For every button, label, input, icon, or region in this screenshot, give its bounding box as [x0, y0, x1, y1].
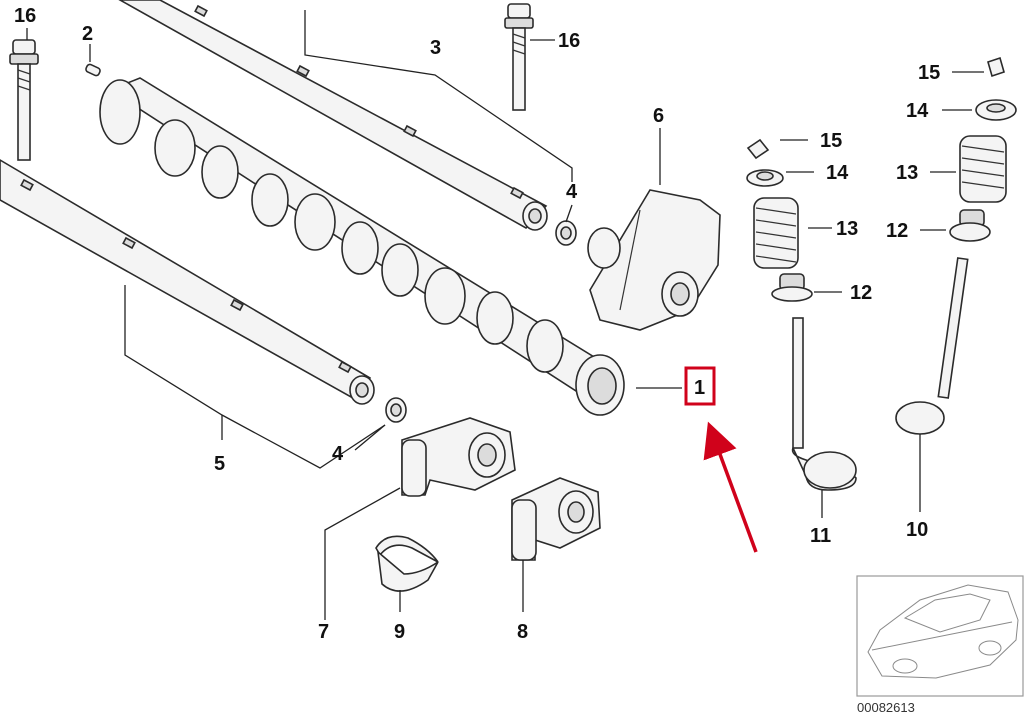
label-12-mid: 12 — [850, 282, 872, 304]
bolt-top — [504, 3, 534, 111]
valve-seal-10 — [949, 209, 991, 242]
label-15-right: 15 — [918, 62, 940, 84]
label-1: 1 — [694, 377, 705, 399]
label-10: 10 — [906, 519, 928, 541]
label-16-top: 16 — [558, 30, 580, 52]
leader-lines — [26, 10, 984, 620]
label-13-mid: 13 — [836, 218, 858, 240]
bushing-upper — [555, 220, 577, 246]
label-16-left: 16 — [14, 5, 36, 27]
rocker-shaft-lower — [0, 159, 375, 405]
label-12-right: 12 — [886, 220, 908, 242]
label-4-lower: 4 — [332, 443, 344, 465]
label-4-upper: 4 — [566, 181, 578, 203]
label-3: 3 — [430, 37, 441, 59]
valve-11 — [791, 317, 857, 491]
rocker-shaft-upper — [118, 0, 548, 231]
label-11: 11 — [810, 525, 831, 547]
label-15-mid: 15 — [820, 130, 842, 152]
highlight-arrow — [703, 421, 758, 553]
label-9: 9 — [394, 621, 405, 643]
label-13-right: 13 — [896, 162, 918, 184]
spring-retainer-11 — [746, 169, 784, 187]
label-5: 5 — [214, 453, 225, 475]
label-2: 2 — [82, 23, 93, 45]
highlight-box — [684, 366, 716, 406]
catalog-number: 00082613 — [857, 700, 915, 715]
valve-10 — [895, 257, 969, 435]
rocker-arm-8 — [511, 477, 601, 561]
spring-retainer-10 — [975, 99, 1017, 121]
rocker-arm-assembly — [587, 189, 721, 331]
valve-seal-11 — [771, 273, 813, 302]
camshaft — [99, 77, 625, 416]
valve-spring-10 — [959, 135, 1007, 203]
valve-keeper-10 — [987, 56, 1005, 78]
car-thumbnail — [856, 575, 1024, 697]
valve-keeper-11 — [746, 138, 770, 160]
rocker-arm-7 — [401, 417, 516, 497]
pin — [85, 63, 101, 77]
bearing-shell — [375, 535, 439, 592]
label-6: 6 — [653, 105, 664, 127]
valve-spring-11 — [753, 197, 799, 269]
bolt-left — [9, 39, 39, 161]
label-7: 7 — [318, 621, 329, 643]
bushing-lower — [385, 397, 407, 423]
label-14-right: 14 — [906, 100, 929, 122]
label-8: 8 — [517, 621, 528, 643]
label-14-mid: 14 — [826, 162, 849, 184]
